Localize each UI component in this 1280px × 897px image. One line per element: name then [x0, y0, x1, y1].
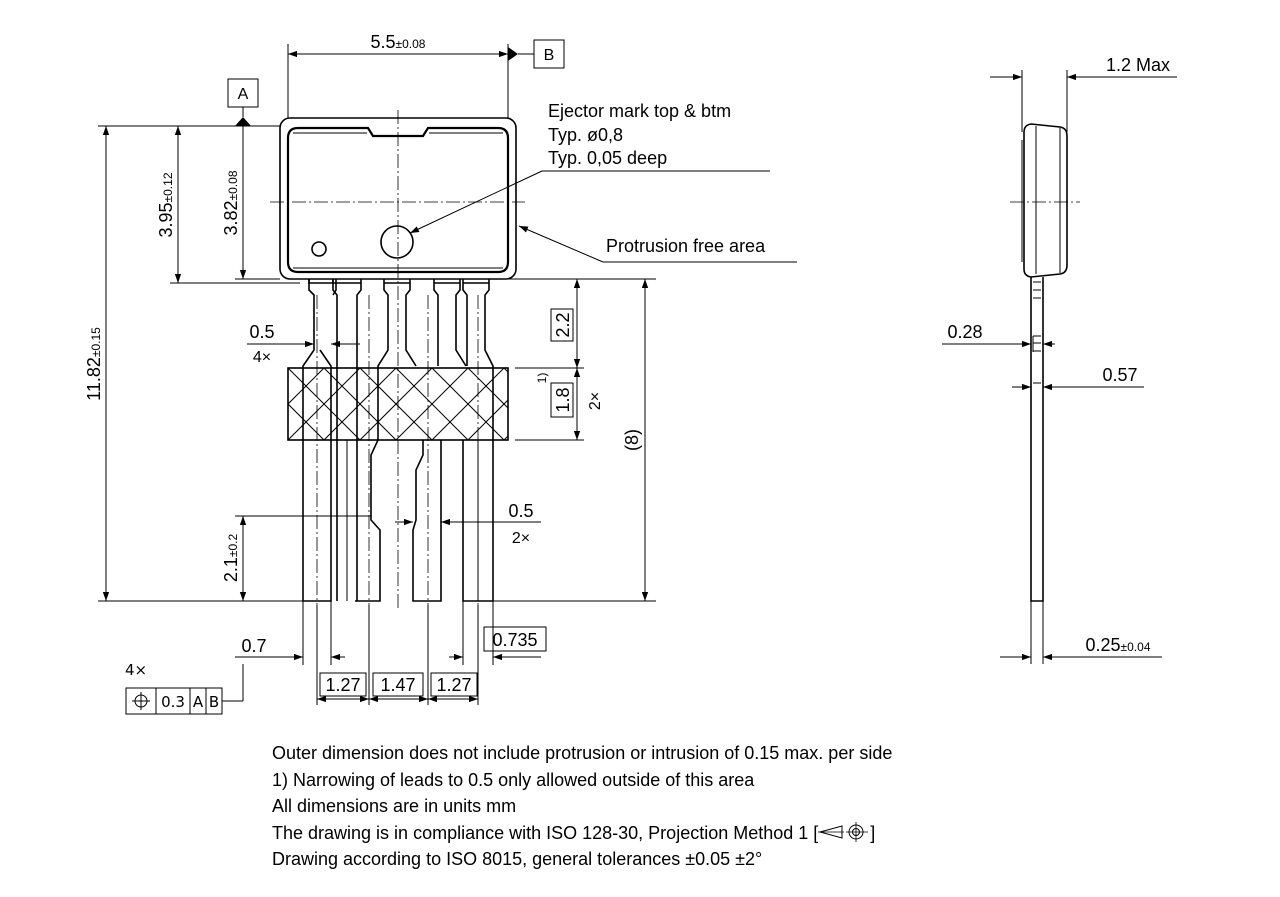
svg-text:A: A — [193, 693, 204, 711]
svg-text:3.95±0.12: 3.95±0.12 — [156, 172, 176, 237]
total-height-dimension: 11.82 — [84, 357, 104, 401]
side-body — [1023, 123, 1068, 278]
svg-text:2×: 2× — [587, 392, 604, 410]
svg-text:2×: 2× — [512, 530, 530, 547]
svg-text:(8): (8) — [622, 429, 642, 451]
side-view: 1.2 Max 0.28 0.57 0.25±0.04 — [942, 55, 1177, 664]
svg-text:0.57: 0.57 — [1102, 365, 1137, 385]
ejector-callout: Ejector mark top & btm — [548, 101, 731, 121]
svg-text:2.1±0.2: 2.1±0.2 — [221, 534, 241, 583]
note-line: 1) Narrowing of leads to 0.5 only allowe… — [272, 769, 755, 790]
svg-text:0.3: 0.3 — [161, 693, 185, 711]
svg-text:0.25±0.04: 0.25±0.04 — [1086, 635, 1151, 655]
note-line: Drawing according to ISO 8015, general t… — [272, 849, 763, 869]
svg-text:1): 1) — [535, 373, 549, 384]
svg-text:3.82±0.08: 3.82±0.08 — [221, 170, 241, 235]
svg-text:1.8: 1.8 — [553, 387, 573, 412]
side-max-dimension: 1.2 Max — [1106, 55, 1170, 75]
svg-text:0.28: 0.28 — [947, 322, 982, 342]
width-dimension: 5.5 — [371, 32, 396, 52]
protrusion-callout: Protrusion free area — [606, 236, 766, 256]
svg-text:2.2: 2.2 — [553, 312, 573, 337]
svg-text:4×: 4× — [253, 349, 271, 366]
front-view — [270, 110, 525, 610]
note-line: The drawing is in compliance with ISO 12… — [272, 821, 876, 843]
fcf-count: 4× — [125, 661, 147, 679]
svg-text:0.735: 0.735 — [492, 630, 537, 650]
svg-text:0.7: 0.7 — [241, 636, 266, 656]
note-line: Outer dimension does not include protrus… — [272, 743, 893, 763]
projection-method-icon — [818, 821, 869, 842]
svg-text:5.5±0.08: 5.5±0.08 — [371, 32, 426, 52]
front-dimensions: 5.5±0.08 B A 11.82±0.15 3.95±0.12 3.82±0… — [84, 32, 797, 715]
leads — [302, 279, 494, 602]
svg-text:1.27: 1.27 — [325, 675, 360, 695]
svg-text:0.5: 0.5 — [249, 322, 274, 342]
svg-text:Typ. 0,05 deep: Typ. 0,05 deep — [548, 148, 667, 168]
ejector-mark — [380, 225, 414, 259]
pin1-mark — [311, 241, 327, 257]
svg-text:1.47: 1.47 — [380, 675, 415, 695]
note-line: All dimensions are in units mm — [272, 796, 517, 816]
svg-text:Typ. ø0,8: Typ. ø0,8 — [548, 125, 623, 145]
package-body-inner — [286, 126, 510, 274]
svg-text:1.27: 1.27 — [436, 675, 471, 695]
svg-text:0.5: 0.5 — [508, 501, 533, 521]
feature-control-frame: 0.3 A B — [125, 687, 223, 715]
drawing-notes: Outer dimension does not include protrus… — [272, 740, 892, 873]
datum-a-label: A — [238, 86, 249, 103]
datum-b-label: B — [544, 47, 555, 64]
svg-text:11.82±0.15: 11.82±0.15 — [84, 327, 104, 401]
svg-text:B: B — [209, 693, 219, 711]
